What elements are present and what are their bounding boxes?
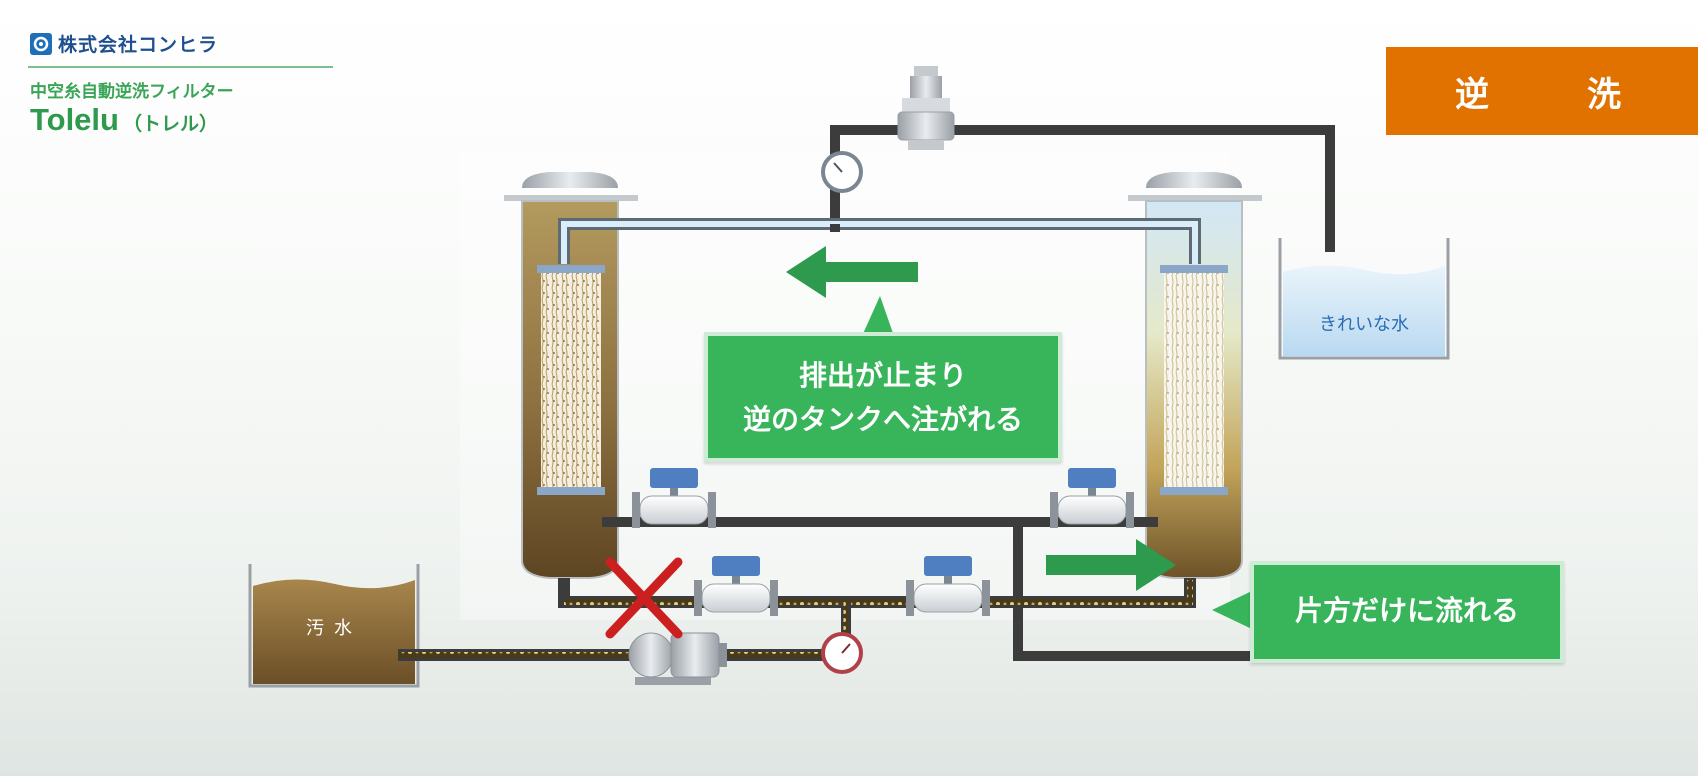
valve-icon[interactable] (632, 468, 716, 528)
pressure-gauge-icon (821, 632, 863, 674)
clean-water-tank (1278, 238, 1450, 360)
logo-icon (30, 32, 52, 55)
stop-x-icon (605, 557, 683, 639)
callout-main-line1: 排出が止まり (798, 359, 967, 392)
right-filter-vessel (1128, 172, 1262, 579)
company-name: 株式会社コンヒラ (58, 34, 219, 56)
valve-icon[interactable] (1050, 468, 1134, 528)
valve-icon[interactable] (906, 556, 990, 616)
pressure-gauge-icon (821, 151, 863, 193)
pressure-regulator-icon (897, 66, 955, 150)
company-logo: 株式会社コンヒラ (30, 30, 218, 57)
header-divider (28, 66, 333, 68)
mode-badge: 逆 洗 (1386, 47, 1698, 135)
drain-pipe (1013, 522, 1252, 661)
product-name: Tolelu (30, 102, 119, 137)
callout-pointer (862, 296, 894, 336)
product-kana: （トレル） (122, 114, 218, 135)
arrow-left-icon (786, 246, 918, 298)
callout-pointer (1212, 590, 1254, 630)
arrow-right-icon (1046, 539, 1176, 591)
pump-icon (628, 632, 727, 685)
product-title: Tolelu（トレル） (30, 102, 218, 138)
left-filter-vessel (504, 172, 638, 579)
clean-tank-label: きれいな水 (1319, 314, 1409, 335)
callout-main-line2: 逆のタンクへ注がれる (742, 403, 1023, 436)
callout-side: 片方だけに流れる (1250, 561, 1564, 663)
dirty-tank-label: 汚水 (306, 618, 362, 639)
valve-icon[interactable] (694, 556, 778, 616)
product-category: 中空糸自動逆洗フィルター (30, 82, 234, 102)
callout-main: 排出が止まり 逆のタンクへ注がれる (704, 332, 1062, 462)
dirty-water-tank (248, 564, 420, 688)
